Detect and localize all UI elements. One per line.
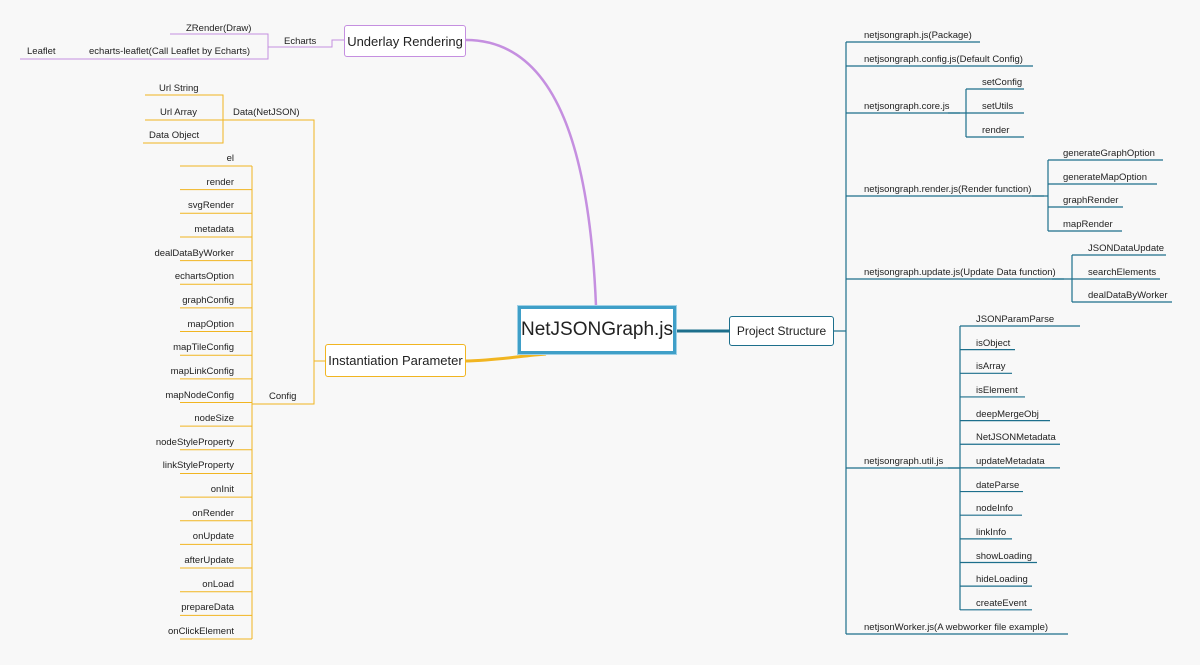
leaf-item[interactable]: dealDataByWorker (154, 247, 234, 259)
leaf-item[interactable]: mapOption (187, 318, 234, 330)
leaf-item[interactable]: JSONDataUpdate (1088, 243, 1165, 254)
data-item[interactable]: Data Object (149, 130, 200, 141)
leaf-item[interactable]: svgRender (188, 200, 234, 212)
leaf-item[interactable]: deepMergeObj (976, 408, 1039, 420)
leaf-item[interactable]: linkStyleProperty (162, 460, 234, 472)
leaf-item[interactable]: render (206, 176, 234, 188)
data-item[interactable]: Url Array (160, 107, 197, 118)
leaf-item[interactable]: onRender (192, 507, 234, 519)
connector-line (145, 94, 228, 121)
leaf-item[interactable]: dealDataByWorker (1088, 290, 1168, 302)
leaf-item[interactable]: generateGraphOption (1063, 148, 1155, 159)
leaf-item[interactable]: onInit (210, 484, 234, 496)
leaf-item[interactable]: JSONParamParse (976, 314, 1055, 325)
leaf-item[interactable]: showLoading (976, 550, 1032, 562)
connector-line (76, 47, 269, 60)
file-worker[interactable]: netjsonWorker.js(A webworker file exampl… (864, 622, 1049, 633)
subtopic-data-netjson[interactable]: Data(NetJSON) (233, 107, 300, 118)
file-render[interactable]: netjsongraph.render.js(Render function) (864, 184, 1032, 195)
leaf-item[interactable]: hideLoading (976, 574, 1028, 586)
leaf-item[interactable]: onUpdate (192, 531, 234, 543)
connector-line (143, 120, 224, 144)
leaf-item[interactable]: mapNodeConfig (165, 389, 234, 401)
topic-underlay-rendering[interactable]: Underlay Rendering (344, 25, 466, 57)
leaf-item[interactable]: mapLinkConfig (170, 365, 234, 377)
leaf-item[interactable]: nodeInfo (976, 503, 1013, 515)
leaf-item[interactable]: onClickElement (168, 626, 234, 637)
leaf-item[interactable]: echartsOption (174, 271, 234, 283)
leaf-item[interactable]: nodeStyleProperty (155, 436, 234, 448)
data-item[interactable]: Url String (159, 83, 199, 94)
leaf-item[interactable]: isObject (976, 337, 1011, 349)
leaf-item[interactable]: updateMetadata (976, 455, 1045, 467)
file-update[interactable]: netjsongraph.update.js(Update Data funct… (864, 267, 1056, 278)
leaf-item[interactable]: render (982, 125, 1010, 136)
topic-project-structure[interactable]: Project Structure (729, 316, 834, 346)
leaf-item[interactable]: metadata (194, 223, 234, 235)
leaf-item[interactable]: generateMapOption (1063, 171, 1147, 183)
leaf-item[interactable]: searchElements (1088, 266, 1157, 278)
connector-line (228, 119, 325, 362)
leaf-item[interactable]: graphConfig (182, 294, 234, 306)
connector-line (170, 33, 270, 48)
subtopic-echarts-leaflet[interactable]: echarts-leaflet(Call Leaflet by Echarts) (89, 46, 251, 57)
connector-line (270, 39, 344, 48)
leaf-item[interactable]: graphRender (1063, 195, 1119, 207)
leaf-item[interactable]: nodeSize (194, 413, 234, 425)
leaf-item[interactable]: NetJSONMetadata (976, 432, 1056, 444)
leaf-item[interactable]: setConfig (982, 77, 1023, 88)
leaf-item[interactable]: mapTileConfig (173, 342, 234, 354)
leaf-item[interactable]: createEvent (976, 597, 1027, 609)
leaf-item[interactable]: el (226, 153, 234, 164)
connector-line (465, 352, 547, 363)
connector-line (465, 38, 598, 307)
leaf-item[interactable]: mapRender (1063, 219, 1113, 231)
file-config[interactable]: netjsongraph.config.js(Default Config) (864, 54, 1023, 65)
leaf-item[interactable]: prepareData (181, 602, 234, 614)
leaf-item[interactable]: onLoad (202, 578, 234, 590)
leaf-item[interactable]: isElement (976, 384, 1018, 396)
file-util[interactable]: netjsongraph.util.js (864, 456, 944, 467)
subtopic-zrender[interactable]: ZRender(Draw) (186, 23, 252, 34)
topic-instantiation-parameter[interactable]: Instantiation Parameter (325, 344, 466, 377)
subtopic-config[interactable]: Config (269, 391, 297, 402)
leaf-item[interactable]: isArray (976, 361, 1006, 373)
subtopic-echarts[interactable]: Echarts (284, 36, 317, 47)
subtopic-leaflet[interactable]: Leaflet (27, 46, 56, 57)
central-topic[interactable]: NetJSONGraph.js (518, 306, 676, 354)
leaf-item[interactable]: dateParse (976, 479, 1020, 491)
leaf-item[interactable]: linkInfo (976, 526, 1007, 538)
connector-line (252, 361, 315, 405)
file-core[interactable]: netjsongraph.core.js (864, 101, 950, 112)
leaf-item[interactable]: afterUpdate (184, 555, 234, 567)
file-package[interactable]: netjsongraph.js(Package) (864, 30, 972, 41)
leaf-item[interactable]: setUtils (982, 101, 1014, 112)
